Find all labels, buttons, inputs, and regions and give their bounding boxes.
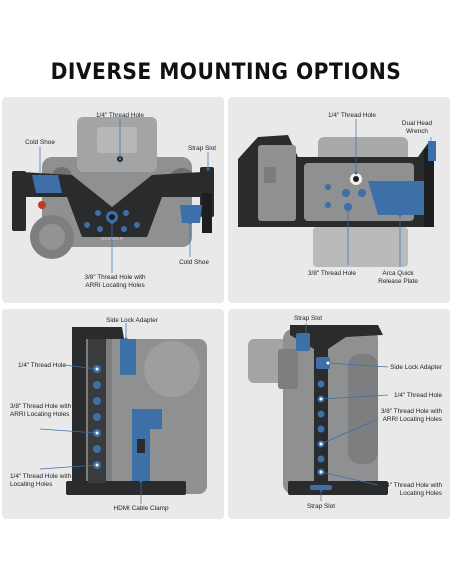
- label-dual-head-wrench: Dual Head Wrench: [401, 120, 433, 135]
- label-arri-locating-holes: 3/8" Thread Hole with ARRI Locating Hole…: [84, 274, 146, 289]
- label-arri-locating-holes: 3/8" Thread Hole with ARRI Locating Hole…: [380, 408, 442, 423]
- label-strap-slot: Strap Slot: [187, 145, 217, 152]
- label-quarter-thread-hole: 1/4" Thread Hole: [18, 362, 66, 369]
- cage-bottom-view-illustration: [238, 119, 436, 267]
- label-quarter-thread-hole: 1/4" Thread Hole: [394, 392, 442, 399]
- label-three-eighths-thread-hole: 3/8" Thread Hole: [308, 270, 356, 277]
- label-quarter-thread-hole: 1/4" Thread Hole: [96, 112, 144, 119]
- panel-top-view: 1/4" Thread Hole Cold Shoe Strap Slot Co…: [2, 97, 224, 303]
- label-quarter-locating-holes: 1/4" Thread Hole with Locating Holes: [380, 482, 442, 497]
- page-title: DIVERSE MOUNTING OPTIONS: [50, 60, 402, 85]
- label-hdmi-cable-clamp: HDMI Cable Clamp: [113, 505, 169, 512]
- label-quarter-thread-hole: 1/4" Thread Hole: [328, 112, 376, 119]
- cage-right-side-illustration: [248, 323, 389, 501]
- label-side-lock-adapter: Side Lock Adapter: [390, 364, 442, 371]
- label-quarter-locating-holes: 1/4" Thread Hole with Locating Holes: [10, 473, 72, 488]
- panel-right-side-view: Strap Slot Side Lock Adapter 1/4" Thread…: [228, 309, 450, 519]
- panel-left-side-view: Side Lock Adapter 1/4" Thread Hole 3/8" …: [2, 309, 224, 519]
- label-cold-shoe-right: Cold Shoe: [179, 259, 209, 266]
- label-strap-slot-bottom: Strap Slot: [306, 503, 336, 510]
- cage-top-view-illustration: [12, 117, 214, 273]
- label-side-lock-adapter: Side Lock Adapter: [106, 317, 158, 324]
- panel-bottom-view: 1/4" Thread Hole Dual Head Wrench 3/8" T…: [228, 97, 450, 303]
- label-arca-quick-release-plate: Arca Quick Release Plate: [378, 270, 418, 285]
- label-arri-locating-holes: 3/8" Thread Hole with ARRI Locating Hole…: [10, 403, 72, 418]
- label-cold-shoe-left: Cold Shoe: [25, 139, 55, 146]
- brand-logo: NEEWER: [100, 236, 124, 241]
- label-strap-slot-top: Strap Slot: [293, 315, 323, 322]
- cage-left-side-illustration: [39, 323, 207, 504]
